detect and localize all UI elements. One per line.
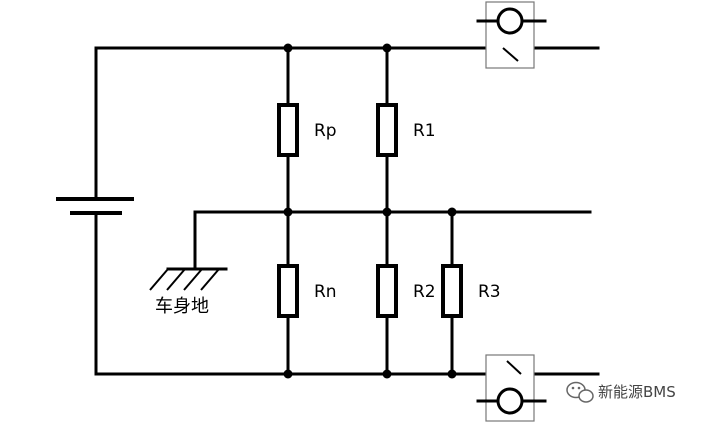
- r2-label: R2: [413, 282, 436, 302]
- bottom-relay-symbol: [476, 354, 547, 422]
- junction-dot: [382, 43, 392, 53]
- resistor-r3: [441, 210, 463, 376]
- junction-dot: [447, 369, 457, 379]
- top-relay-symbol: [476, 1, 547, 69]
- junction-dot: [447, 207, 457, 217]
- junction-dot: [283, 43, 293, 53]
- r1-label: R1: [413, 121, 436, 141]
- watermark-text: 新能源BMS: [598, 383, 676, 401]
- wechat-icon: [566, 381, 594, 403]
- junction-dot: [283, 207, 293, 217]
- resistor-rp: [277, 46, 299, 214]
- battery-symbol: [56, 46, 134, 376]
- rn-label: Rn: [314, 282, 337, 302]
- rp-label: Rp: [314, 121, 337, 141]
- ground-label: 车身地: [155, 296, 209, 317]
- chassis-ground-symbol: [149, 210, 228, 291]
- resistor-r1: [376, 46, 398, 214]
- junction-dot: [382, 369, 392, 379]
- junction-dot: [283, 369, 293, 379]
- resistor-r2: [376, 210, 398, 376]
- junction-dot: [382, 207, 392, 217]
- watermark: 新能源BMS: [566, 381, 676, 403]
- r3-label: R3: [478, 282, 501, 302]
- resistor-rn: [277, 210, 299, 376]
- junction-dots: [283, 43, 457, 379]
